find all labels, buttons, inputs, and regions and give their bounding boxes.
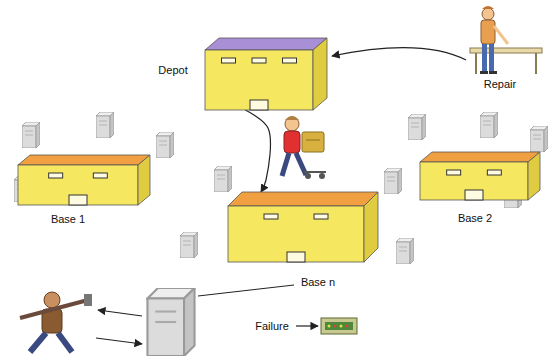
building-shape — [228, 192, 378, 262]
field-technician — [20, 292, 92, 352]
remove-arrow — [98, 310, 142, 316]
flow-arrow — [245, 110, 270, 192]
circuit-board — [321, 318, 357, 334]
failed-unit — [147, 288, 194, 356]
building-shape — [18, 155, 150, 205]
figure-label: Failure — [255, 320, 289, 333]
install-arrow — [96, 338, 142, 344]
building-label: Base 1 — [51, 213, 85, 226]
failure-arrow — [296, 325, 318, 326]
building: Depot — [205, 38, 327, 110]
spare-units — [14, 112, 548, 264]
building-shape — [205, 38, 327, 110]
repair-technician — [470, 6, 542, 74]
courier — [282, 116, 326, 179]
building: Base 1 — [18, 155, 150, 205]
repair-arrow — [332, 48, 466, 61]
building: Base 2 — [420, 152, 540, 200]
building-label: Depot — [158, 64, 187, 77]
figure-label: Repair — [484, 78, 516, 91]
leader-line — [198, 285, 294, 296]
building-shape — [420, 152, 540, 200]
building-label: Base n — [301, 276, 335, 289]
building-label: Base 2 — [458, 212, 492, 225]
building: Base n — [228, 192, 378, 262]
